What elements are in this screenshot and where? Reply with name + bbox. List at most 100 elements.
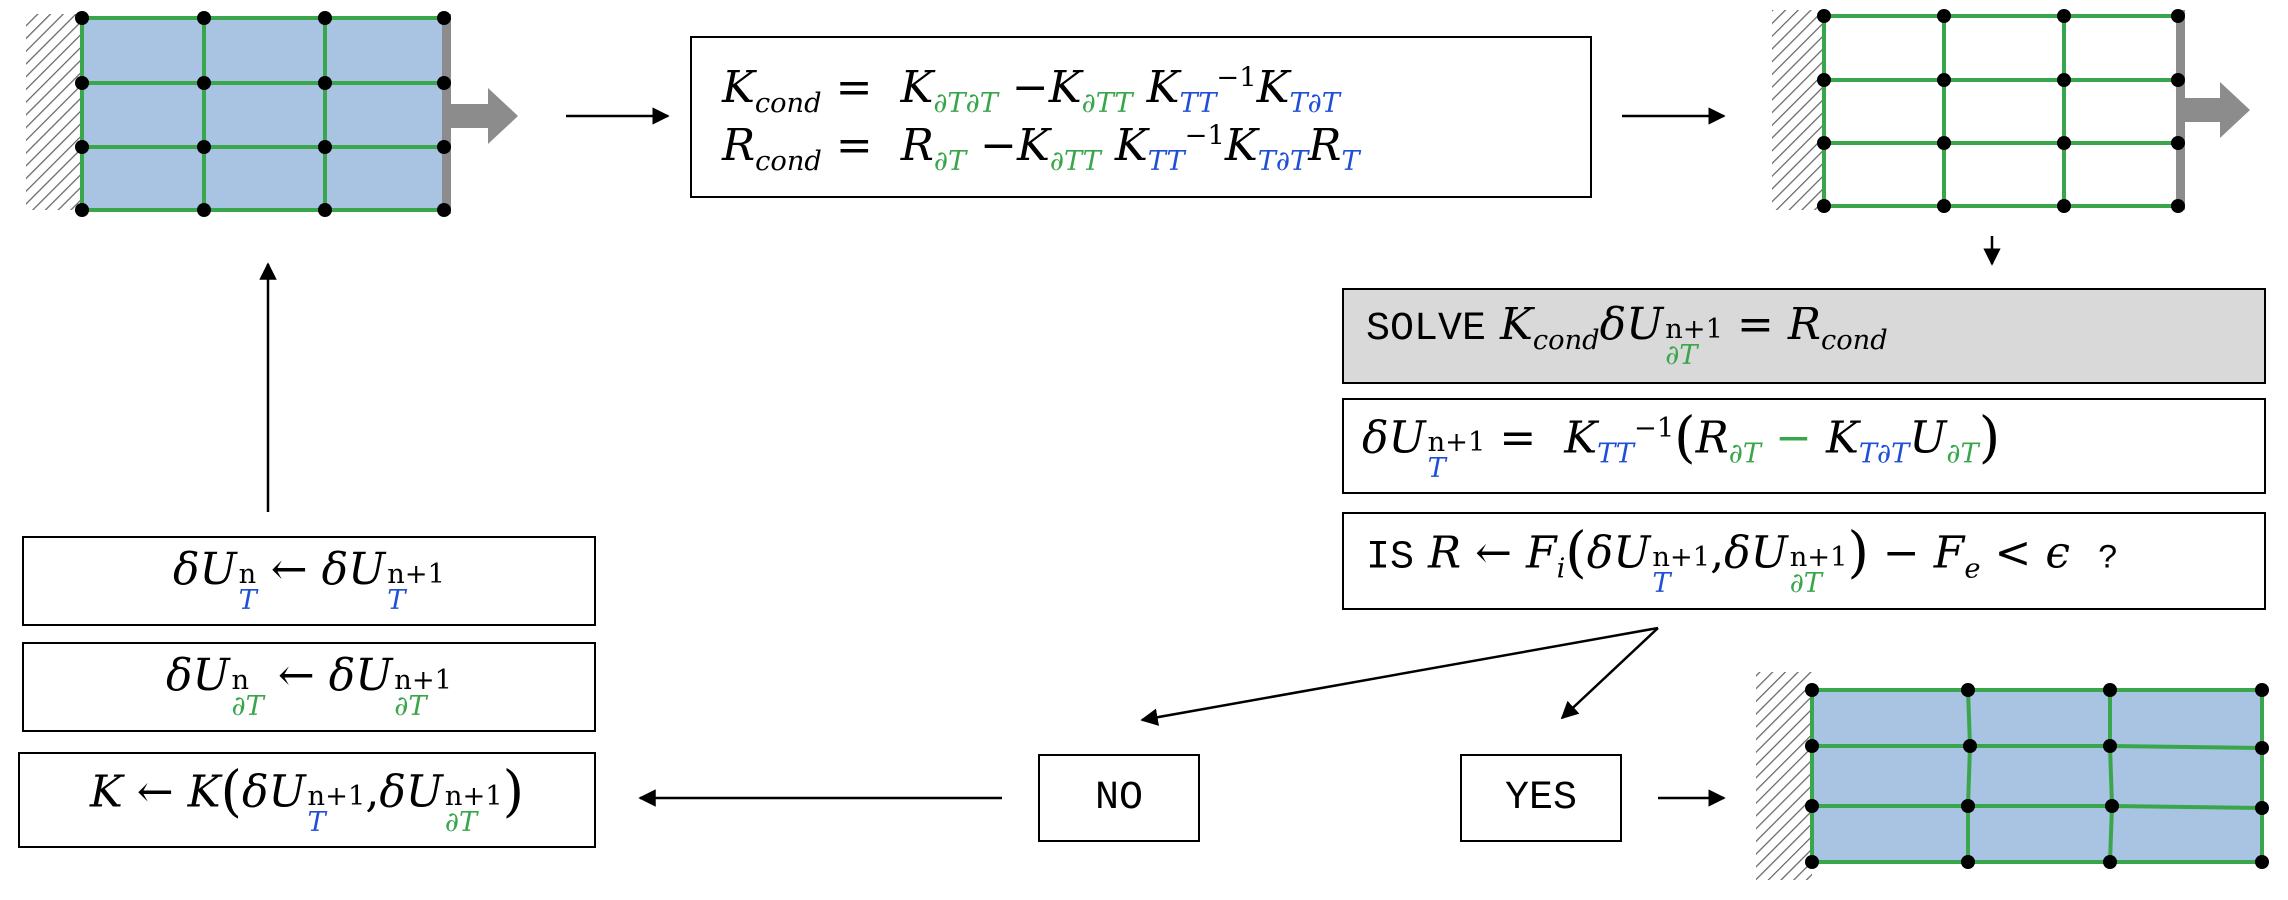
index-stack: n∂T (231, 664, 264, 722)
delta-u-symbol: δU (1586, 527, 1651, 579)
mesh-initial-nodes (75, 11, 451, 217)
k-symbol: K (187, 766, 221, 818)
n-plus-1-superscript: n+1 (394, 664, 453, 696)
left-arrow: ← (1475, 527, 1513, 579)
k-symbol: K (1500, 299, 1533, 351)
condensation-equations: Kcond = K∂T∂T −K∂TT KTT−1KT∂T Rcond = R∂… (692, 64, 1360, 175)
index-stack: n+1∂T (444, 781, 503, 838)
solve-label: SOLVE (1366, 307, 1487, 353)
k-symbol: K (1146, 62, 1180, 113)
k-symbol: K (89, 766, 123, 818)
index-stack: n+1∂T (1789, 542, 1848, 599)
arrow-check-to-yes (1560, 627, 1659, 720)
delta-u-symbol: δU (1362, 412, 1426, 464)
mesh-initial-pull-arrow (451, 88, 518, 144)
dt-subscript: ∂T (933, 145, 967, 177)
n-plus-1-superscript: n+1 (444, 781, 503, 813)
k-symbol: K (1224, 120, 1258, 171)
equals-sign: = (835, 62, 873, 113)
n-plus-1-superscript: n+1 (1652, 542, 1711, 574)
k-symbol: K (1825, 412, 1859, 464)
dtdt-subscript: ∂T∂T (933, 87, 998, 119)
k-symbol: K (722, 62, 755, 113)
mesh-initial-fill (82, 18, 444, 210)
mesh-condensed-grid (1822, 14, 2180, 208)
n-plus-1-superscript: n+1 (1427, 427, 1486, 459)
cond-subscript: cond (1820, 325, 1888, 357)
tt-subscript: TT (1179, 87, 1217, 119)
delta-u-symbol: δU (165, 650, 230, 702)
r-symbol: R (1787, 299, 1821, 351)
r-symbol: R (1428, 527, 1462, 579)
r-symbol: R (900, 120, 934, 171)
n-plus-1-superscript: n+1 (1665, 313, 1723, 345)
mesh-condensed-load-plate (2176, 10, 2185, 210)
index-stack: n+1∂T (1665, 313, 1723, 369)
k-cond-equation: Kcond = K∂T∂T −K∂TT KTT−1KT∂T (722, 64, 1360, 117)
dt-subscript: ∂T (444, 806, 478, 838)
delta-u-symbol: δU (173, 544, 237, 596)
mesh-condensed-support-hatch (1772, 10, 1824, 210)
minus-sign: − (1882, 527, 1920, 579)
dt-subscript: ∂T (1946, 438, 1979, 470)
dt-subscript: ∂T (1789, 567, 1822, 599)
r-symbol: R (1695, 412, 1729, 464)
cond-subscript: cond (1532, 325, 1600, 357)
question-mark: ? (2097, 540, 2119, 579)
tdt-subscript: T∂T (1257, 145, 1309, 177)
less-than-sign: < (1994, 527, 2032, 579)
left-arrow: ← (136, 766, 174, 818)
close-paren: ) (1978, 405, 2001, 470)
n-superscript: n (231, 664, 250, 696)
t-subscript: T (387, 584, 406, 616)
mesh-condensed (1772, 9, 2250, 213)
minus-sign: − (980, 120, 1018, 171)
comma: , (1710, 527, 1725, 579)
close-paren: ) (1847, 520, 1869, 585)
t-subscript: T (1652, 567, 1671, 599)
n-plus-1-superscript: n+1 (387, 558, 445, 590)
k-symbol: K (1048, 62, 1082, 113)
tdt-subscript: T∂T (1858, 438, 1910, 470)
delta-u-symbol: δU (1724, 527, 1788, 579)
cond-subscript: cond (754, 87, 822, 119)
inverse-superscript: −1 (1633, 413, 1675, 445)
dt-subscript: ∂T (394, 690, 427, 722)
comma: , (365, 766, 380, 818)
mesh-initial-support-hatch (26, 14, 82, 210)
minus-sign: − (1011, 62, 1049, 113)
f-symbol: F (1526, 527, 1557, 579)
no-box: NO (1038, 754, 1200, 842)
k-symbol: K (1564, 412, 1598, 464)
t-subscript: T (1341, 145, 1360, 177)
t-subscript: T (1427, 452, 1446, 484)
t-subscript: T (307, 806, 326, 838)
k-symbol: K (1114, 120, 1148, 171)
n-plus-1-superscript: n+1 (1789, 542, 1848, 574)
mesh-converged-support-hatch (1756, 672, 1812, 880)
delta-u-symbol: δU (379, 766, 443, 818)
mesh-converged-nodes (1805, 683, 2269, 869)
e-subscript: e (1964, 553, 1981, 585)
is-label: IS (1366, 535, 1415, 581)
yes-box: YES (1460, 754, 1622, 842)
delta-u-symbol: δU (1599, 299, 1664, 351)
tdt-subscript: T∂T (1289, 87, 1340, 119)
dt-subscript: ∂T (231, 690, 264, 722)
delta-u-symbol: δU (328, 650, 393, 702)
dtt-subscript: ∂TT (1049, 145, 1101, 177)
